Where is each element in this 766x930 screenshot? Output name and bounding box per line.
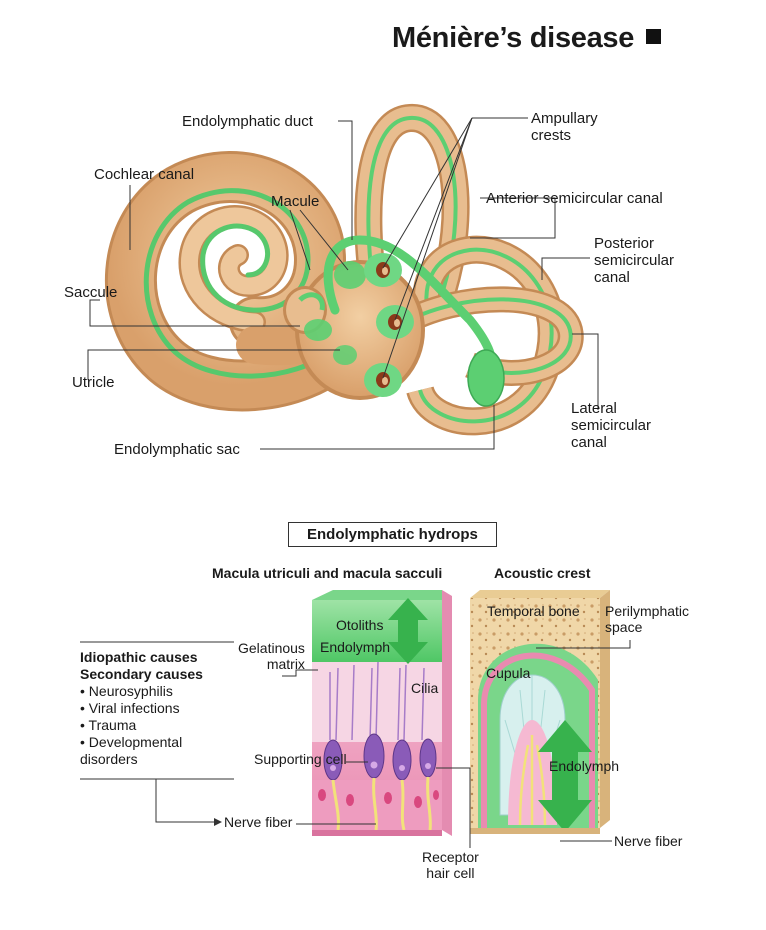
label-gelatinous-matrix: Gelatinous matrix (238, 640, 305, 672)
page-title: Ménière’s disease (392, 22, 662, 55)
ear-leader-lines (87, 117, 599, 450)
label-endolymph-crest: Endolymph (549, 758, 620, 774)
cause-item: • Neurosyphilis (80, 683, 173, 699)
label-endolymph: Endolymph (320, 639, 391, 655)
ampullae (364, 253, 414, 397)
label-nerve-fiber: Nerve fiber (224, 814, 293, 830)
label-cochlear-canal: Cochlear canal (94, 166, 195, 183)
causes-panel: Idiopathic causes Secondary causes • Neu… (80, 649, 203, 768)
nerve-fiber-arrowhead-icon (214, 818, 222, 826)
idiopathic-causes: Idiopathic causes (80, 649, 198, 665)
label-temporal-bone: Temporal bone (487, 603, 580, 619)
hydrops-title-box: Endolymphatic hydrops (288, 522, 497, 547)
label-saccule: Saccule (64, 284, 118, 301)
inner-ear-illustration (80, 104, 631, 848)
label-utricle: Utricle (72, 374, 115, 391)
title-text: Ménière’s disease (392, 22, 635, 54)
label-endolymphatic-duct: Endolymphatic duct (182, 113, 313, 130)
semicircular-canals (354, 104, 584, 436)
cause-item: • Viral infections (80, 700, 180, 716)
heading-acoustic-crest: Acoustic crest (494, 565, 591, 581)
hydrops-title: Endolymphatic hydrops (307, 526, 478, 543)
label-lateral-semicircular-canal: Lateral semicircular canal (571, 400, 652, 451)
label-otoliths: Otoliths (336, 617, 384, 633)
cochlea (104, 151, 366, 412)
label-supporting-cell: Supporting cell (254, 751, 347, 767)
label-macule: Macule (271, 193, 320, 210)
maculae (298, 261, 366, 365)
macula-block (312, 590, 452, 836)
label-endolymphatic-sac: Endolymphatic sac (114, 441, 240, 458)
label-cupula: Cupula (486, 665, 531, 681)
heading-macula: Macula utriculi and macula sacculi (212, 565, 443, 581)
cause-item: • Trauma (80, 717, 137, 733)
secondary-causes: Secondary causes (80, 666, 203, 682)
hydrops-leader-lines (80, 640, 631, 848)
title-square-icon (646, 29, 662, 44)
label-ampullary-crests: Ampullary crests (531, 110, 598, 144)
crest-block (470, 590, 610, 834)
label-anterior-semicircular-canal: Anterior semicircular canal (486, 190, 663, 207)
label-perilymphatic-space: Perilymphatic space (605, 603, 690, 635)
label-receptor-hair-cell: Receptor hair cell (422, 849, 479, 881)
label-nerve-fiber-crest: Nerve fiber (614, 833, 683, 849)
label-cilia: Cilia (411, 680, 439, 696)
endolymphatic-duct-sac (323, 235, 505, 407)
label-posterior-semicircular-canal: Posterior semicircular canal (594, 235, 675, 286)
cause-item: • Developmental disorders (80, 734, 183, 767)
